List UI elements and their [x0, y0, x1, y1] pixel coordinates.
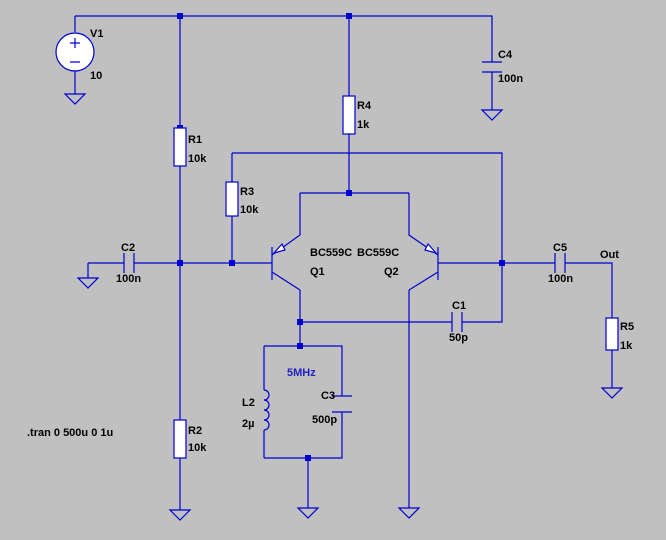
junction-dot [297, 343, 303, 349]
v1-name: V1 [90, 28, 103, 40]
c2-value: 100n [116, 273, 141, 285]
wire-out[interactable] [565, 262, 613, 318]
spice-directive[interactable]: .tran 0 500u 0 1u [27, 427, 113, 439]
wire-tank-bottom[interactable] [264, 412, 343, 459]
junction-dot [499, 260, 505, 266]
wires [74, 15, 613, 510]
ground-symbols [63, 93, 624, 521]
wire-top-rail[interactable] [75, 15, 493, 62]
c1-value: 50p [449, 332, 468, 344]
ground-icon [76, 277, 100, 289]
r2-name: R2 [188, 425, 202, 437]
c4-name: C4 [498, 49, 513, 61]
junctions [177, 13, 505, 461]
junction-dot [346, 190, 352, 196]
junction-dot [177, 260, 183, 266]
transistor-q1[interactable]: BC559C Q1 [271, 225, 352, 291]
r3-value: 10k [240, 204, 259, 216]
resistor-r2[interactable]: R2 10k [173, 419, 207, 459]
inductor-l2[interactable]: L2 2µ [242, 389, 270, 431]
junction-dot [305, 455, 311, 461]
voltage-source-v1[interactable]: V1 10 [55, 28, 103, 94]
ground-icon [480, 109, 504, 121]
c1-name: C1 [452, 300, 466, 312]
net-label-out: Out [600, 249, 619, 261]
junction-dot [346, 13, 352, 19]
q2-name: Q2 [384, 266, 399, 278]
r2-value: 10k [188, 442, 207, 454]
r5-name: R5 [620, 321, 634, 333]
junction-dot [229, 260, 235, 266]
r4-name: R4 [357, 100, 372, 112]
r1-value: 10k [188, 153, 207, 165]
transistor-q2[interactable]: BC559C Q2 [357, 225, 439, 291]
junction-dot [297, 319, 303, 325]
capacitor-c3[interactable]: C3 500p [312, 390, 352, 426]
c5-value: 100n [548, 273, 573, 285]
l2-name: L2 [242, 397, 255, 409]
capacitor-c4[interactable]: C4 100n [482, 49, 523, 85]
c3-name: C3 [321, 390, 335, 402]
capacitor-c1[interactable]: C1 50p [449, 300, 468, 344]
junction-dot [177, 13, 183, 19]
resistor-r5[interactable]: R5 1k [605, 317, 634, 352]
capacitor-c2[interactable]: C2 100n [116, 242, 141, 285]
q1-model: BC559C [310, 247, 352, 259]
r3-name: R3 [240, 186, 254, 198]
comment-frequency: 5MHz [287, 367, 316, 379]
c2-name: C2 [121, 242, 135, 254]
v1-value: 10 [90, 70, 102, 82]
resistor-r3[interactable]: R3 10k [225, 181, 259, 217]
l2-value: 2µ [242, 418, 254, 430]
wire-tank-top[interactable] [264, 345, 343, 396]
ground-icon [600, 387, 624, 399]
ground-icon [296, 507, 320, 519]
c5-name: C5 [553, 242, 567, 254]
q1-name: Q1 [310, 266, 325, 278]
r4-value: 1k [357, 119, 370, 131]
ground-icon [63, 93, 87, 105]
resistor-r1[interactable]: R1 10k [173, 127, 207, 167]
r5-value: 1k [620, 340, 633, 352]
capacitor-c5[interactable]: C5 100n [548, 242, 573, 285]
ground-icon [168, 509, 192, 521]
r1-name: R1 [188, 134, 202, 146]
resistor-r4[interactable]: R4 1k [342, 95, 372, 135]
ground-icon [397, 507, 421, 519]
c3-value: 500p [312, 414, 337, 426]
wire-feedback-loop[interactable] [232, 152, 503, 323]
q2-model: BC559C [357, 247, 399, 259]
c4-value: 100n [498, 73, 523, 85]
